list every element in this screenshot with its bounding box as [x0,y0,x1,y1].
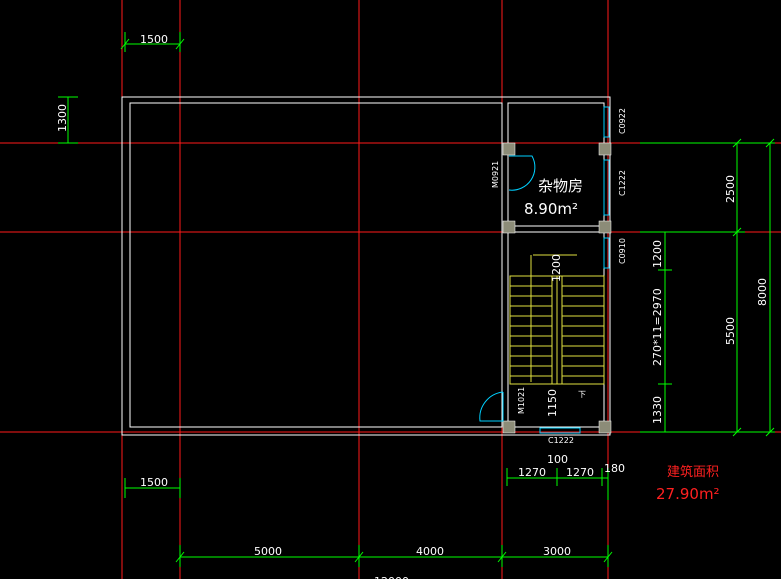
dim-right-5500: 5500 [724,317,737,345]
dim-bottom-1270-b: 1270 [566,466,594,479]
door-swing-stair [479,391,504,422]
door-swing-storage [508,155,536,191]
dim-bay-3000: 3000 [543,545,571,558]
inner-wall [129,102,503,428]
dim-right-2500: 2500 [724,175,737,203]
dim-stair-run: 270*11=2970 [651,288,664,366]
dim-right-8000: 8000 [756,278,769,306]
dim-stair-lower-1150: 1150 [546,389,559,417]
dim-bottom-100: 100 [547,453,568,466]
label-window-3: C0910 [618,238,627,264]
label-window-bottom: C1222 [548,436,574,445]
stair-down-marker: 下 [578,390,586,399]
label-window-2: C1222 [618,170,627,196]
dim-top-left-1500: 1500 [140,33,168,46]
dim-bottom-180: 180 [604,462,625,475]
dimension-lines [58,32,775,567]
label-window-1: C0922 [618,108,627,134]
building-walls [121,96,611,436]
dim-stair-landing-1200: 1200 [550,254,563,282]
columns [502,142,612,434]
windows [539,106,610,434]
dim-bay-4000: 4000 [416,545,444,558]
staircase [509,254,605,385]
outer-wall [121,96,611,436]
dim-bottom-left-1500: 1500 [140,476,168,489]
dim-overall-12000: 12000 [374,575,409,579]
dim-left-1300: 1300 [56,104,69,132]
label-door-storage: M0921 [491,161,500,188]
room-name: 杂物房 [538,177,583,195]
dim-bottom-1270-a: 1270 [518,466,546,479]
summary-area: 27.90m² [656,485,720,503]
dim-stair-1200: 1200 [651,240,664,268]
summary-title: 建筑面积 [667,464,719,480]
dim-stair-1330: 1330 [651,396,664,424]
room-area: 8.90m² [524,200,578,218]
doors [479,155,536,422]
label-door-stair: M1021 [517,387,526,414]
dim-bay-5000: 5000 [254,545,282,558]
